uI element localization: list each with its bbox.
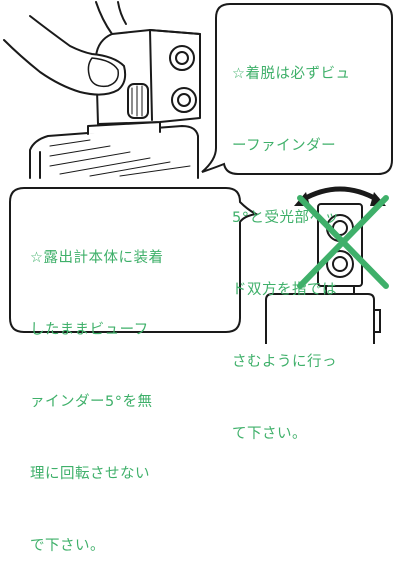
top-callout-line: 5°と受光部ヘッ bbox=[232, 210, 340, 226]
manual-illustration bbox=[3, 1, 393, 344]
top-callout-line: て下さい。 bbox=[232, 426, 307, 442]
bottom-callout-text: ☆露出計本体に装着 したままビューフ ァインダー5°を無 理に回転させない で下… bbox=[30, 198, 164, 582]
bottom-callout-bubble bbox=[9, 187, 260, 333]
bottom-callout-line: ァインダー5°を無 bbox=[30, 394, 153, 410]
bottom-callout-line: ☆露出計本体に装着 bbox=[30, 250, 164, 266]
rotation-arrow-icon bbox=[300, 186, 380, 203]
bottom-callout-line: したままビューフ bbox=[30, 322, 149, 338]
hand-grip-illustration bbox=[3, 1, 201, 179]
top-callout-text: ☆着脱は必ずビュ ーファインダー 5°と受光部ヘッ ド双方を指では さむように行… bbox=[232, 14, 351, 470]
bottom-callout-line: 理に回転させない bbox=[30, 466, 150, 482]
top-callout-line: さむように行っ bbox=[232, 354, 337, 370]
rotation-prohibited-illustration bbox=[265, 186, 389, 344]
top-callout-line: ☆着脱は必ずビュ bbox=[232, 66, 351, 82]
top-callout-line: ーファインダー bbox=[232, 138, 337, 154]
prohibited-cross-icon bbox=[297, 195, 389, 289]
top-callout-line: ド双方を指では bbox=[232, 282, 337, 298]
top-callout-bubble bbox=[201, 3, 393, 175]
bottom-callout-line: で下さい。 bbox=[30, 538, 105, 554]
